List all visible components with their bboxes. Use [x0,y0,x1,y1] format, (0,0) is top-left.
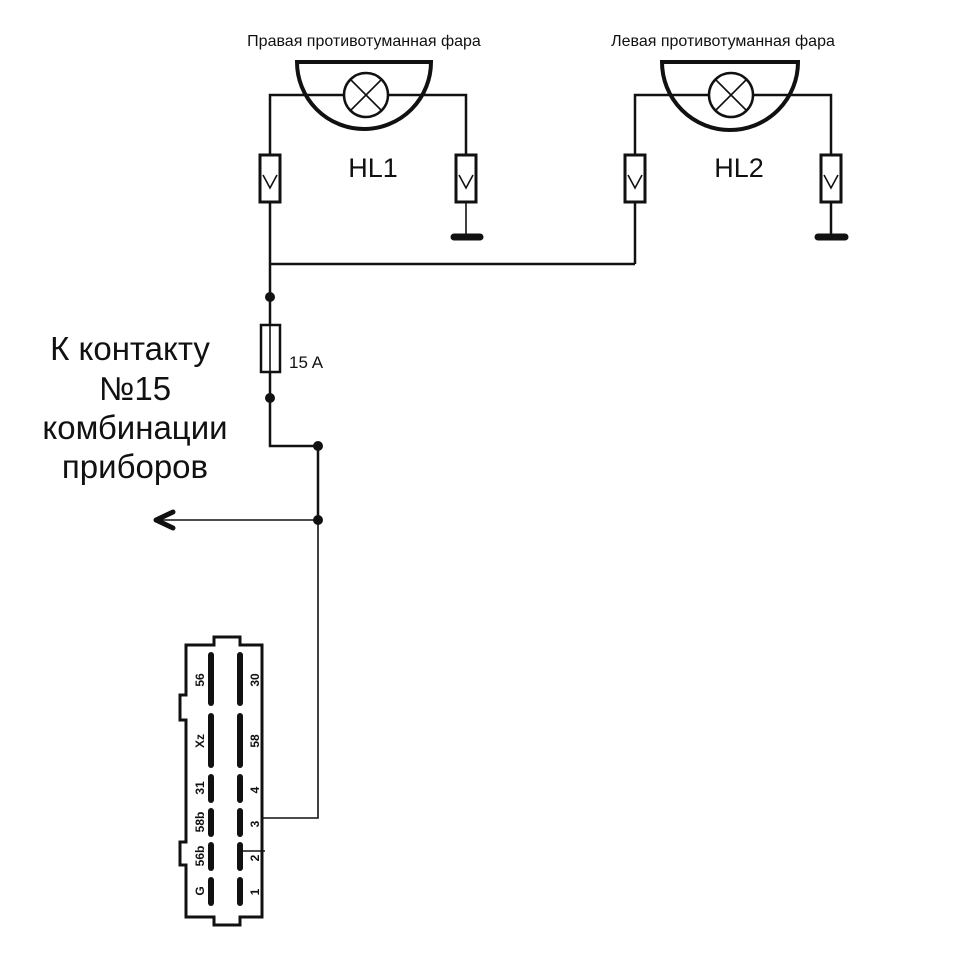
headlight-reflector-icon [294,60,434,131]
terminal-icon [258,153,282,204]
headlight-reflector-icon [659,60,801,132]
arrow-left-icon [153,509,176,531]
pin-label: 58b [193,812,207,833]
terminal-icon [623,153,647,204]
destination-label: К контакту №15 комбинации приборов [42,330,227,485]
pin-label: 2 [248,854,262,861]
pin-label: G [193,886,207,895]
pin-label: 1 [248,888,262,895]
pin-label: 58 [248,734,262,748]
fuse-rating: 15 A [289,353,324,372]
svg-text:приборов: приборов [62,448,208,485]
svg-text:К контакту: К контакту [50,330,210,367]
pin-label: 56 [193,673,207,687]
pin-label: 31 [193,781,207,795]
svg-text:№15: №15 [99,370,171,407]
pin-label: 3 [248,820,262,827]
lamp-hl2-designator: HL2 [714,153,764,183]
lamp-hl1-title: Правая противотуманная фара [247,33,481,50]
lamp-hl1: Правая противотуманная фара HL1 [247,33,484,241]
pin-label: 30 [248,673,262,687]
terminal-icon [454,153,478,204]
pin-label: 56b [193,846,207,867]
lamp-hl2-title: Левая противотуманная фара [611,33,835,50]
pin-label: 4 [248,786,262,793]
svg-text:комбинации: комбинации [42,409,227,446]
lamp-hl2: Левая противотуманная фара HL2 [611,33,849,241]
pin-label: Xz [193,734,207,748]
terminal-icon [819,153,843,204]
lamp-hl1-designator: HL1 [348,153,398,183]
fuse: 15 A [259,292,324,403]
connector-block: 56 Xz 31 58b 56b G 30 58 4 3 2 1 [178,635,265,927]
